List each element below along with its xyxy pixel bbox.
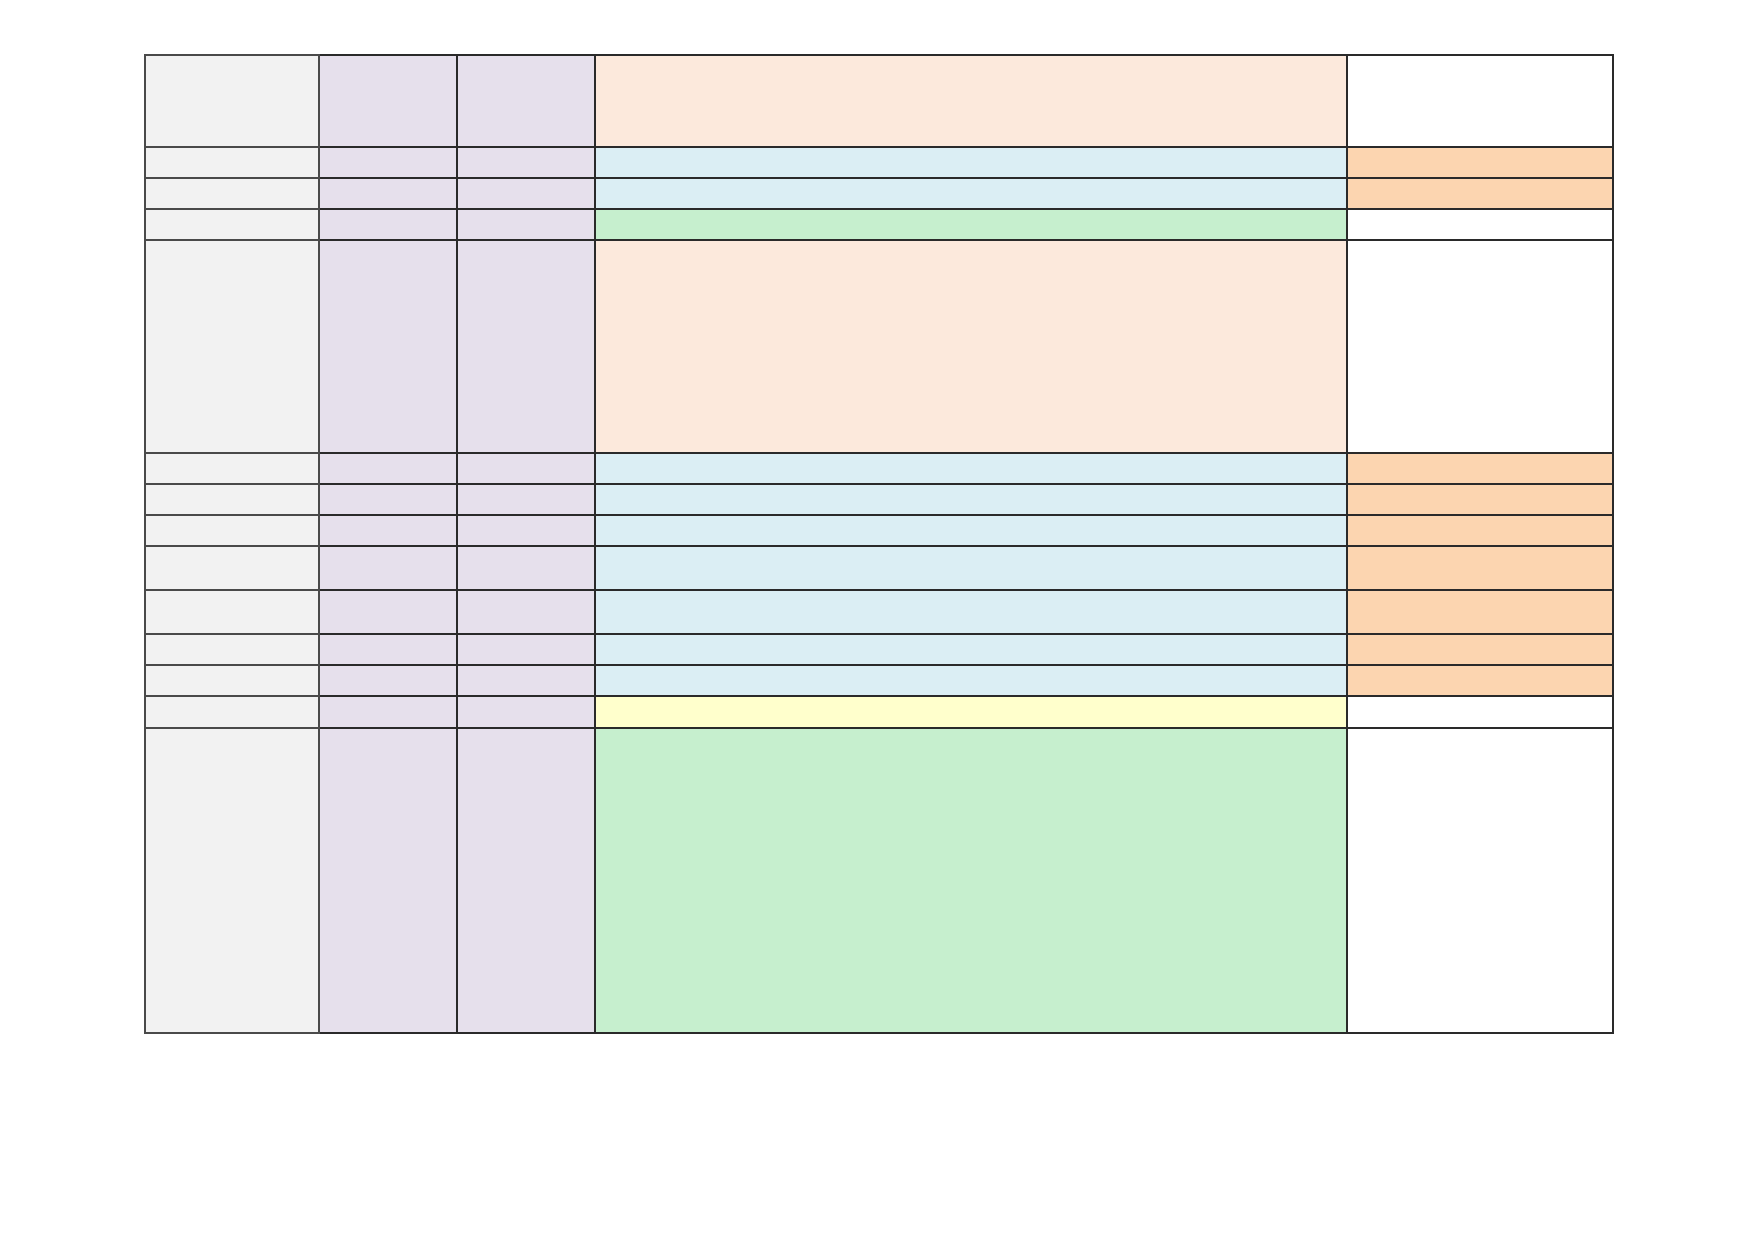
code-cell[interactable] xyxy=(318,54,458,148)
ref-cell[interactable] xyxy=(456,177,596,210)
status-cell[interactable] xyxy=(1346,208,1614,241)
description-cell[interactable] xyxy=(594,727,1348,1034)
code-cell[interactable] xyxy=(318,664,458,697)
table-row xyxy=(144,208,1614,241)
ref-cell[interactable] xyxy=(456,54,596,148)
ref-cell[interactable] xyxy=(456,146,596,179)
ref-cell[interactable] xyxy=(456,727,596,1034)
table-row xyxy=(144,54,1614,148)
description-cell[interactable] xyxy=(594,633,1348,666)
status-cell[interactable] xyxy=(1346,664,1614,697)
description-cell[interactable] xyxy=(594,208,1348,241)
description-cell[interactable] xyxy=(594,177,1348,210)
status-cell[interactable] xyxy=(1346,483,1614,516)
code-cell[interactable] xyxy=(318,545,458,591)
status-cell[interactable] xyxy=(1346,146,1614,179)
status-cell[interactable] xyxy=(1346,545,1614,591)
code-cell[interactable] xyxy=(318,239,458,454)
ref-cell[interactable] xyxy=(456,483,596,516)
ref-cell[interactable] xyxy=(456,208,596,241)
description-cell[interactable] xyxy=(594,589,1348,635)
description-cell[interactable] xyxy=(594,146,1348,179)
table-row xyxy=(144,146,1614,179)
code-cell[interactable] xyxy=(318,208,458,241)
spreadsheet-grid xyxy=(144,54,1614,1034)
label-cell[interactable] xyxy=(144,452,320,485)
ref-cell[interactable] xyxy=(456,545,596,591)
label-cell[interactable] xyxy=(144,483,320,516)
table-row xyxy=(144,589,1614,635)
ref-cell[interactable] xyxy=(456,452,596,485)
ref-cell[interactable] xyxy=(456,589,596,635)
code-cell[interactable] xyxy=(318,695,458,729)
label-cell[interactable] xyxy=(144,239,320,454)
code-cell[interactable] xyxy=(318,452,458,485)
description-cell[interactable] xyxy=(594,483,1348,516)
table-row xyxy=(144,452,1614,485)
code-cell[interactable] xyxy=(318,177,458,210)
description-cell[interactable] xyxy=(594,452,1348,485)
ref-cell[interactable] xyxy=(456,514,596,547)
label-cell[interactable] xyxy=(144,589,320,635)
table-row xyxy=(144,727,1614,1034)
table-row xyxy=(144,483,1614,516)
ref-cell[interactable] xyxy=(456,633,596,666)
table-row xyxy=(144,514,1614,547)
label-cell[interactable] xyxy=(144,633,320,666)
status-cell[interactable] xyxy=(1346,177,1614,210)
code-cell[interactable] xyxy=(318,589,458,635)
code-cell[interactable] xyxy=(318,514,458,547)
table-row xyxy=(144,239,1614,454)
code-cell[interactable] xyxy=(318,483,458,516)
label-cell[interactable] xyxy=(144,664,320,697)
status-cell[interactable] xyxy=(1346,452,1614,485)
table-row xyxy=(144,177,1614,210)
description-cell[interactable] xyxy=(594,514,1348,547)
status-cell[interactable] xyxy=(1346,727,1614,1034)
label-cell[interactable] xyxy=(144,177,320,210)
label-cell[interactable] xyxy=(144,545,320,591)
table-row xyxy=(144,545,1614,591)
label-cell[interactable] xyxy=(144,727,320,1034)
label-cell[interactable] xyxy=(144,514,320,547)
label-cell[interactable] xyxy=(144,695,320,729)
status-cell[interactable] xyxy=(1346,695,1614,729)
label-cell[interactable] xyxy=(144,146,320,179)
description-cell[interactable] xyxy=(594,54,1348,148)
code-cell[interactable] xyxy=(318,633,458,666)
description-cell[interactable] xyxy=(594,545,1348,591)
status-cell[interactable] xyxy=(1346,54,1614,148)
status-cell[interactable] xyxy=(1346,514,1614,547)
table-row xyxy=(144,695,1614,729)
ref-cell[interactable] xyxy=(456,695,596,729)
status-cell[interactable] xyxy=(1346,239,1614,454)
code-cell[interactable] xyxy=(318,146,458,179)
description-cell[interactable] xyxy=(594,664,1348,697)
table-row xyxy=(144,664,1614,697)
status-cell[interactable] xyxy=(1346,633,1614,666)
ref-cell[interactable] xyxy=(456,239,596,454)
label-cell[interactable] xyxy=(144,54,320,148)
table-row xyxy=(144,633,1614,666)
code-cell[interactable] xyxy=(318,727,458,1034)
description-cell[interactable] xyxy=(594,239,1348,454)
status-cell[interactable] xyxy=(1346,589,1614,635)
label-cell[interactable] xyxy=(144,208,320,241)
grid-body xyxy=(144,54,1614,1034)
ref-cell[interactable] xyxy=(456,664,596,697)
description-cell[interactable] xyxy=(594,695,1348,729)
